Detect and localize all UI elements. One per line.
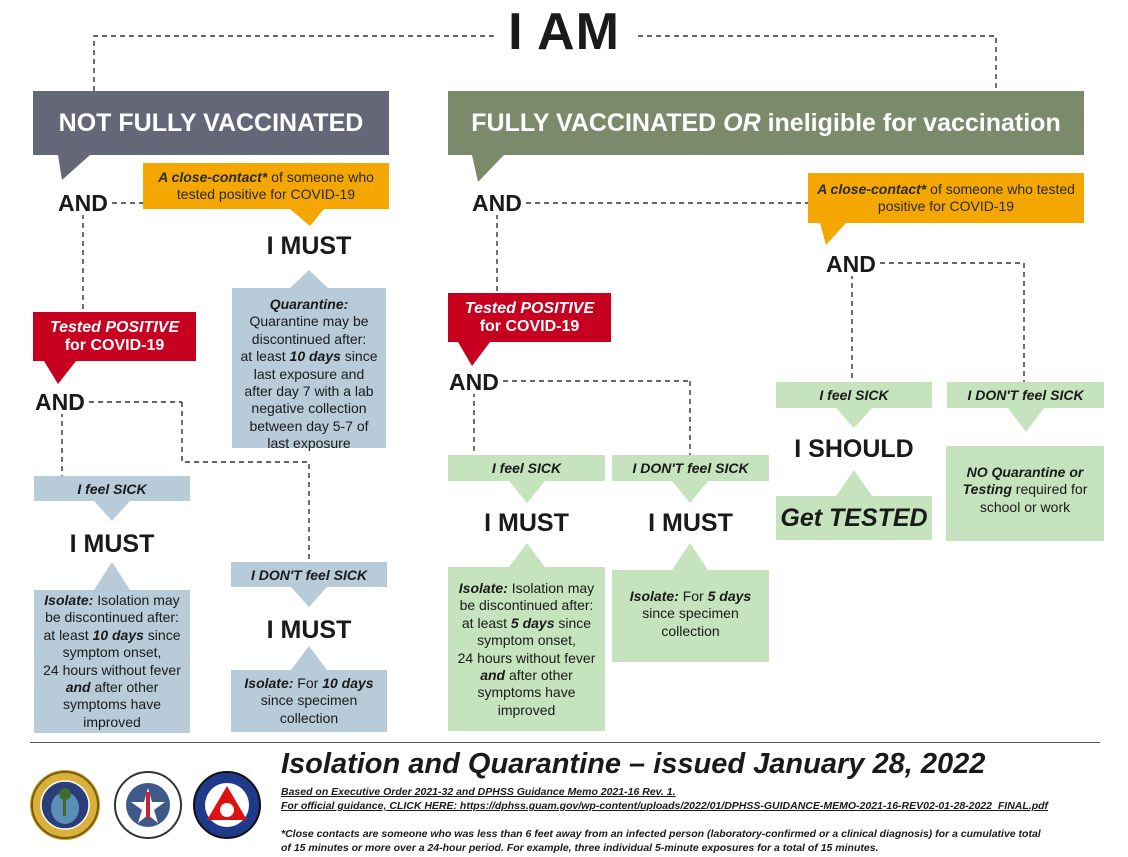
public-health-seal-icon	[114, 771, 182, 839]
and-label: AND	[470, 190, 524, 216]
i-should-label: I SHOULD	[794, 435, 914, 463]
civil-defense-seal-logo	[192, 770, 262, 840]
public-health-seal-logo	[113, 770, 183, 840]
i-must-label: I MUST	[266, 616, 352, 644]
close-contact-note: *Close contacts are someone who was less…	[281, 828, 1041, 840]
governor-seal-icon	[31, 771, 99, 839]
header-not-fully-vaccinated: NOT FULLY VACCINATED	[33, 91, 389, 155]
quarantine-box: Quarantine: Quarantine may be discontinu…	[232, 288, 386, 451]
feel-sick-tag: I feel SICK	[34, 476, 190, 501]
official-guidance-link[interactable]: For official guidance, CLICK HERE: https…	[281, 800, 1049, 812]
dont-feel-sick-tag: I DON'T feel SICK	[947, 382, 1104, 408]
isolation-box: Isolate: Isolation may be discontinued a…	[448, 567, 605, 731]
governor-seal-logo	[30, 770, 100, 840]
and-label: AND	[447, 369, 501, 395]
feel-sick-tag: I feel SICK	[776, 382, 932, 408]
civil-defense-seal-icon	[193, 771, 261, 839]
page-title: I AM	[0, 2, 1128, 62]
isolation-box: Isolate: For 10 days since specimen coll…	[231, 670, 387, 732]
get-tested-box: Get TESTED	[776, 496, 932, 540]
feel-sick-tag: I feel SICK	[448, 455, 605, 481]
isolation-box: Isolate: Isolation may be discontinued a…	[34, 590, 190, 733]
header-fully-vaccinated: FULLY VACCINATED OR ineligible for vacci…	[448, 91, 1084, 155]
dont-feel-sick-tag: I DON'T feel SICK	[612, 455, 769, 481]
close-contact-note: of 15 minutes or more over a 24-hour per…	[281, 842, 879, 854]
no-quarantine-box: NO Quarantine or Testing required for sc…	[946, 446, 1104, 541]
footer-title: Isolation and Quarantine – issued Januar…	[281, 748, 986, 780]
i-must-label: I MUST	[266, 232, 352, 260]
i-must-label: I MUST	[648, 509, 733, 537]
and-label: AND	[824, 251, 878, 277]
dont-feel-sick-tag: I DON'T feel SICK	[231, 562, 387, 587]
close-contact-box: A close-contact* of someone who tested p…	[808, 173, 1084, 223]
i-must-label: I MUST	[69, 530, 155, 558]
and-label: AND	[33, 389, 87, 415]
and-label: AND	[56, 190, 110, 216]
close-contact-box: A close-contact* of someone who tested p…	[143, 163, 389, 209]
footer-divider	[30, 742, 1100, 743]
isolation-box: Isolate: For 5 days since specimen colle…	[612, 570, 769, 662]
i-must-label: I MUST	[484, 509, 569, 537]
based-on-link[interactable]: Based on Executive Order 2021-32 and DPH…	[281, 786, 676, 798]
